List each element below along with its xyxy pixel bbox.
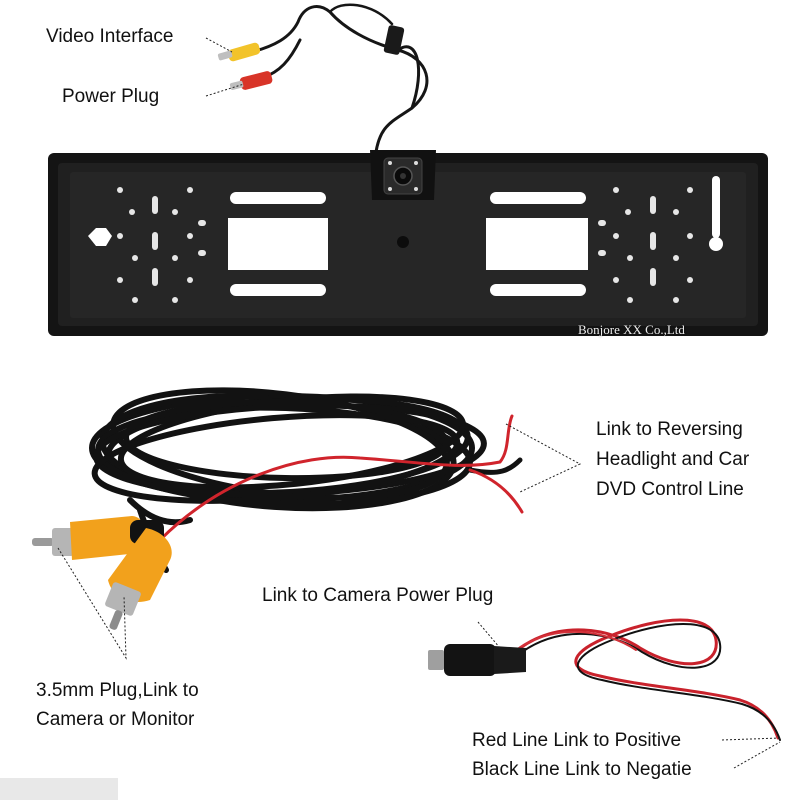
rca-plug-label-line-1: 3.5mm Plug,Link to bbox=[36, 680, 199, 701]
reversing-label-line-1: Link to Reversing bbox=[596, 419, 743, 440]
camera-module bbox=[370, 150, 436, 200]
dc-power-plug bbox=[428, 644, 526, 676]
power-plug-connector bbox=[229, 71, 273, 90]
red-line-label: Red Line Link to Positive bbox=[472, 730, 682, 751]
video-interface-plug bbox=[217, 42, 261, 62]
reversing-label-line-2: Headlight and Car bbox=[596, 449, 750, 470]
video-interface-label: Video Interface bbox=[46, 26, 174, 47]
power-plug-label: Power Plug bbox=[62, 86, 160, 107]
rca-plug-vertical bbox=[105, 528, 172, 630]
leader-lines bbox=[57, 37, 781, 769]
black-line-label: Black Line Link to Negatie bbox=[472, 759, 692, 780]
camera-power-plug-label: Link to Camera Power Plug bbox=[262, 585, 494, 606]
reversing-label-line-3: DVD Control Line bbox=[596, 479, 744, 500]
camera-cable bbox=[250, 3, 429, 162]
corner-panel bbox=[0, 778, 118, 800]
rca-plug-label-line-2: Camera or Monitor bbox=[36, 709, 195, 730]
license-plate-frame bbox=[48, 153, 768, 336]
watermark: Bonjore XX Co.,Ltd bbox=[578, 322, 685, 337]
red-trigger-wire bbox=[158, 414, 524, 542]
power-cable bbox=[515, 618, 781, 741]
